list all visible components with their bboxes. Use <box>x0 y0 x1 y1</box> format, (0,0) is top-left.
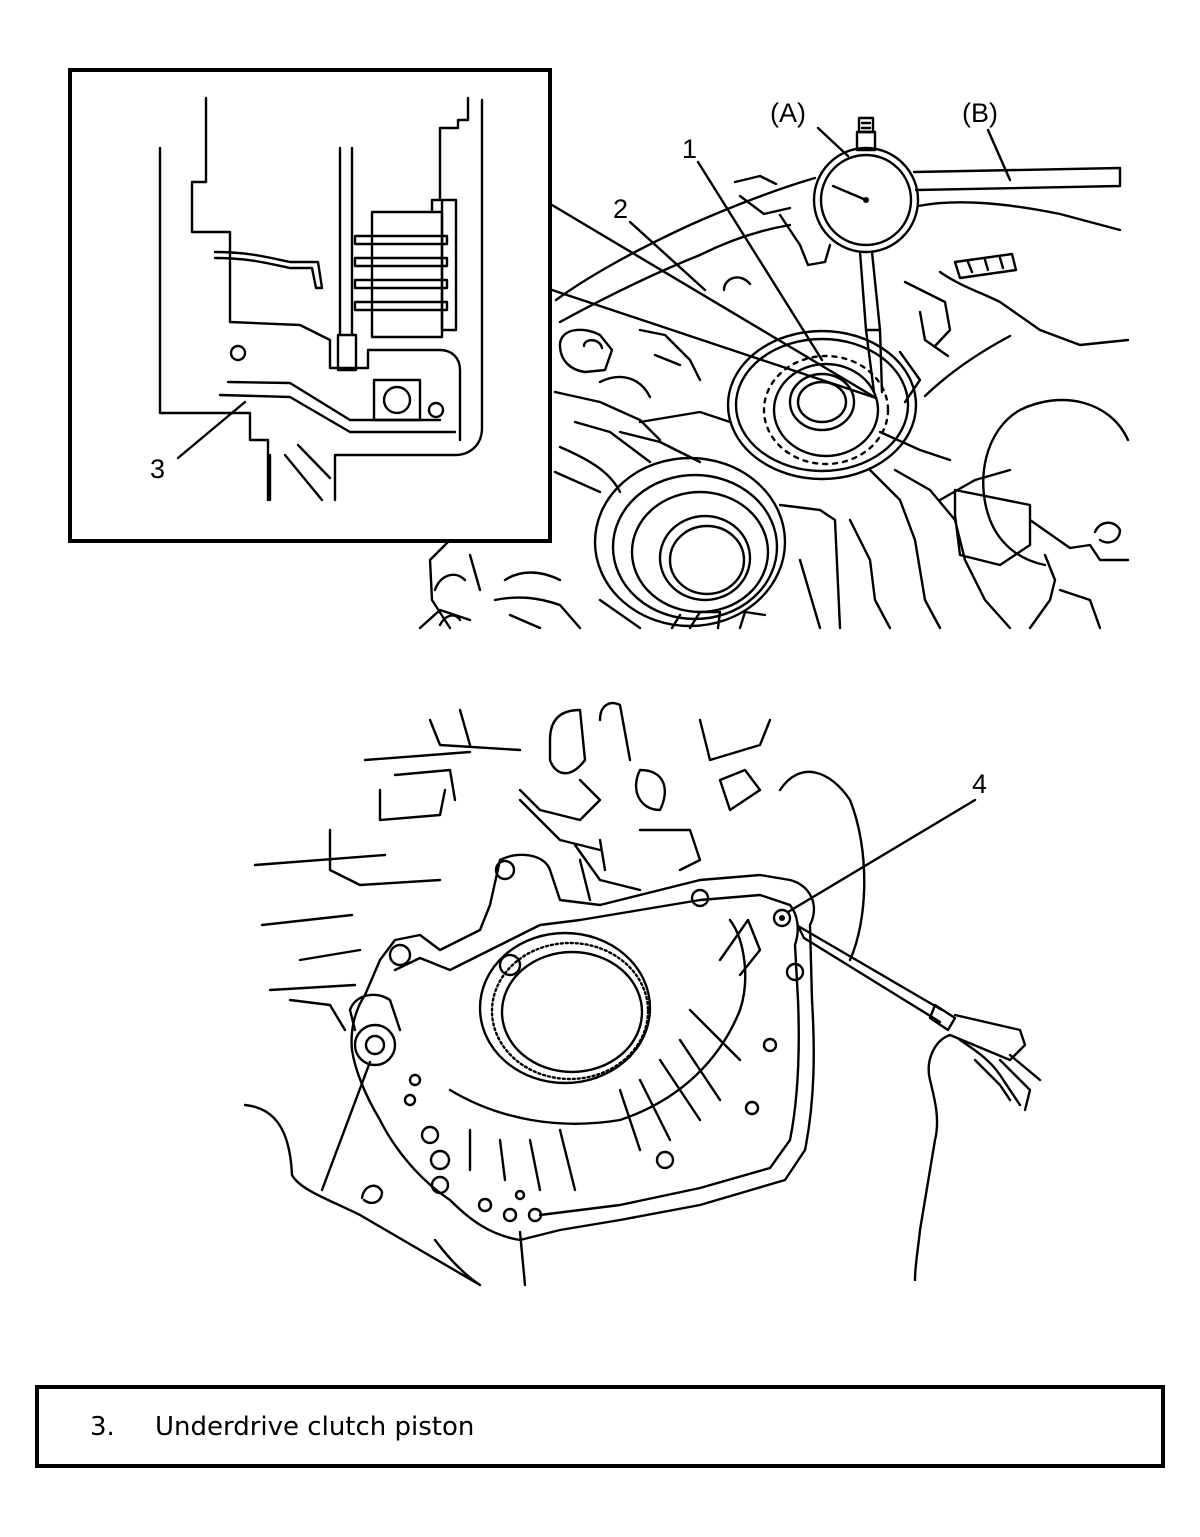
label-a: (A) <box>770 98 806 128</box>
housing-right-steps <box>430 96 470 214</box>
inset-frame <box>68 68 552 543</box>
bearing-race <box>772 362 880 458</box>
hand <box>913 1033 1022 1282</box>
case-upper-right <box>898 201 1130 404</box>
leader-3 <box>176 400 247 460</box>
bolt-hole <box>498 953 522 977</box>
bearing-outer-ring <box>726 329 918 481</box>
bolt-hole <box>690 888 710 908</box>
o-ring-outer <box>427 401 445 419</box>
dial-gauge-bezel <box>812 146 920 254</box>
dial-gauge-pivot <box>863 197 869 203</box>
bolt-hole <box>744 1100 760 1116</box>
case-left-boss <box>558 328 614 374</box>
dial-gauge-needle <box>831 184 868 202</box>
leader-b <box>986 128 1012 182</box>
drum-fins <box>468 918 762 1192</box>
dial-gauge <box>812 116 920 394</box>
drum-outer-edge <box>448 918 747 1125</box>
dial-gauge-cap <box>857 116 875 134</box>
oil-hole-4 <box>772 908 792 928</box>
dial-gauge-face <box>819 153 913 247</box>
hub-inner <box>796 380 848 424</box>
inset-callout-lines <box>550 203 878 400</box>
seal-bore-inner <box>668 524 746 596</box>
bolt-hole <box>785 962 805 982</box>
cross-section-inset: 3 <box>68 68 552 543</box>
oil-hole-4-center <box>779 915 785 921</box>
case-right-opening <box>982 398 1130 567</box>
oil-passage <box>420 1125 440 1145</box>
left-boss-outer <box>353 1023 397 1067</box>
seal-second <box>611 473 779 621</box>
bearing-dotted-race <box>762 354 890 466</box>
seal-bore-outer <box>658 514 752 602</box>
left-boss-hole <box>364 1034 386 1056</box>
leader-1 <box>696 160 824 362</box>
bearing-housing <box>372 378 422 422</box>
case-lower-right-fins <box>778 430 1130 630</box>
oil-passage <box>403 1093 417 1107</box>
air-gun-nozzle <box>796 924 1042 1112</box>
oil-passage <box>477 1197 493 1213</box>
leader-2 <box>628 220 707 292</box>
main-bore-outer <box>478 931 652 1085</box>
label-b: (B) <box>962 98 998 128</box>
bolt-hole <box>388 943 412 967</box>
label-1: 1 <box>682 134 697 164</box>
case-gasket-inner <box>393 893 800 1217</box>
bolt-hole <box>762 1037 778 1053</box>
o-ring-inner <box>229 344 247 362</box>
probe-tip <box>336 333 358 372</box>
housing-left-wall <box>158 146 270 502</box>
oil-passage <box>429 1149 451 1171</box>
housing-right-wall <box>333 98 484 502</box>
clutch-plate <box>353 278 449 290</box>
gauge-stand-arm <box>912 166 1122 192</box>
clutch-plate <box>353 300 449 312</box>
case-upper-structure <box>253 701 866 1032</box>
dial-gauge-plunger <box>858 250 884 394</box>
hub-outer <box>788 372 856 432</box>
housing-inner-wall <box>190 96 232 324</box>
legend-item-text: Underdrive clutch piston <box>155 1411 475 1442</box>
seal-third <box>630 490 770 614</box>
left-boss <box>348 993 402 1032</box>
clutch-drum-strip <box>440 198 458 332</box>
case-left-ribs <box>553 213 832 494</box>
case-upper-flange <box>554 174 817 324</box>
bottom-transmission-drawing: 4 <box>243 701 1042 1287</box>
case-gasket-outline <box>350 853 816 1242</box>
oil-passage <box>502 1207 518 1223</box>
top-transmission-drawing: (A) (B) 1 2 <box>418 98 1130 630</box>
retainer-lever <box>213 250 324 290</box>
bolt-hole <box>655 1150 675 1170</box>
oil-passage <box>408 1073 422 1087</box>
label-4: 4 <box>972 769 987 799</box>
label-2: 2 <box>613 194 628 224</box>
clutch-plate <box>353 256 449 268</box>
oil-passage <box>430 1175 450 1195</box>
label-3: 3 <box>150 454 165 484</box>
bolt-hole <box>527 1207 543 1223</box>
bolt-hole <box>494 859 516 881</box>
housing-bottom-lines <box>268 443 332 502</box>
gear-teeth-ring <box>490 941 650 1081</box>
clutch-plate <box>353 234 449 246</box>
bearing-ball <box>382 385 412 415</box>
leader-a <box>816 126 850 158</box>
seal-outer <box>593 456 787 628</box>
main-bore-inner <box>500 950 644 1074</box>
oil-passage <box>514 1189 526 1201</box>
measuring-probe <box>338 146 354 337</box>
case-lower-left-fins <box>418 538 767 630</box>
legend-box: 3. Underdrive clutch piston <box>35 1385 1165 1468</box>
leader-4 <box>786 798 977 914</box>
legend-item-number: 3. <box>90 1411 115 1442</box>
dial-gauge-cap-knurl <box>860 121 872 130</box>
case-lower-left <box>243 1060 527 1287</box>
bearing-inner-ring <box>734 337 910 473</box>
